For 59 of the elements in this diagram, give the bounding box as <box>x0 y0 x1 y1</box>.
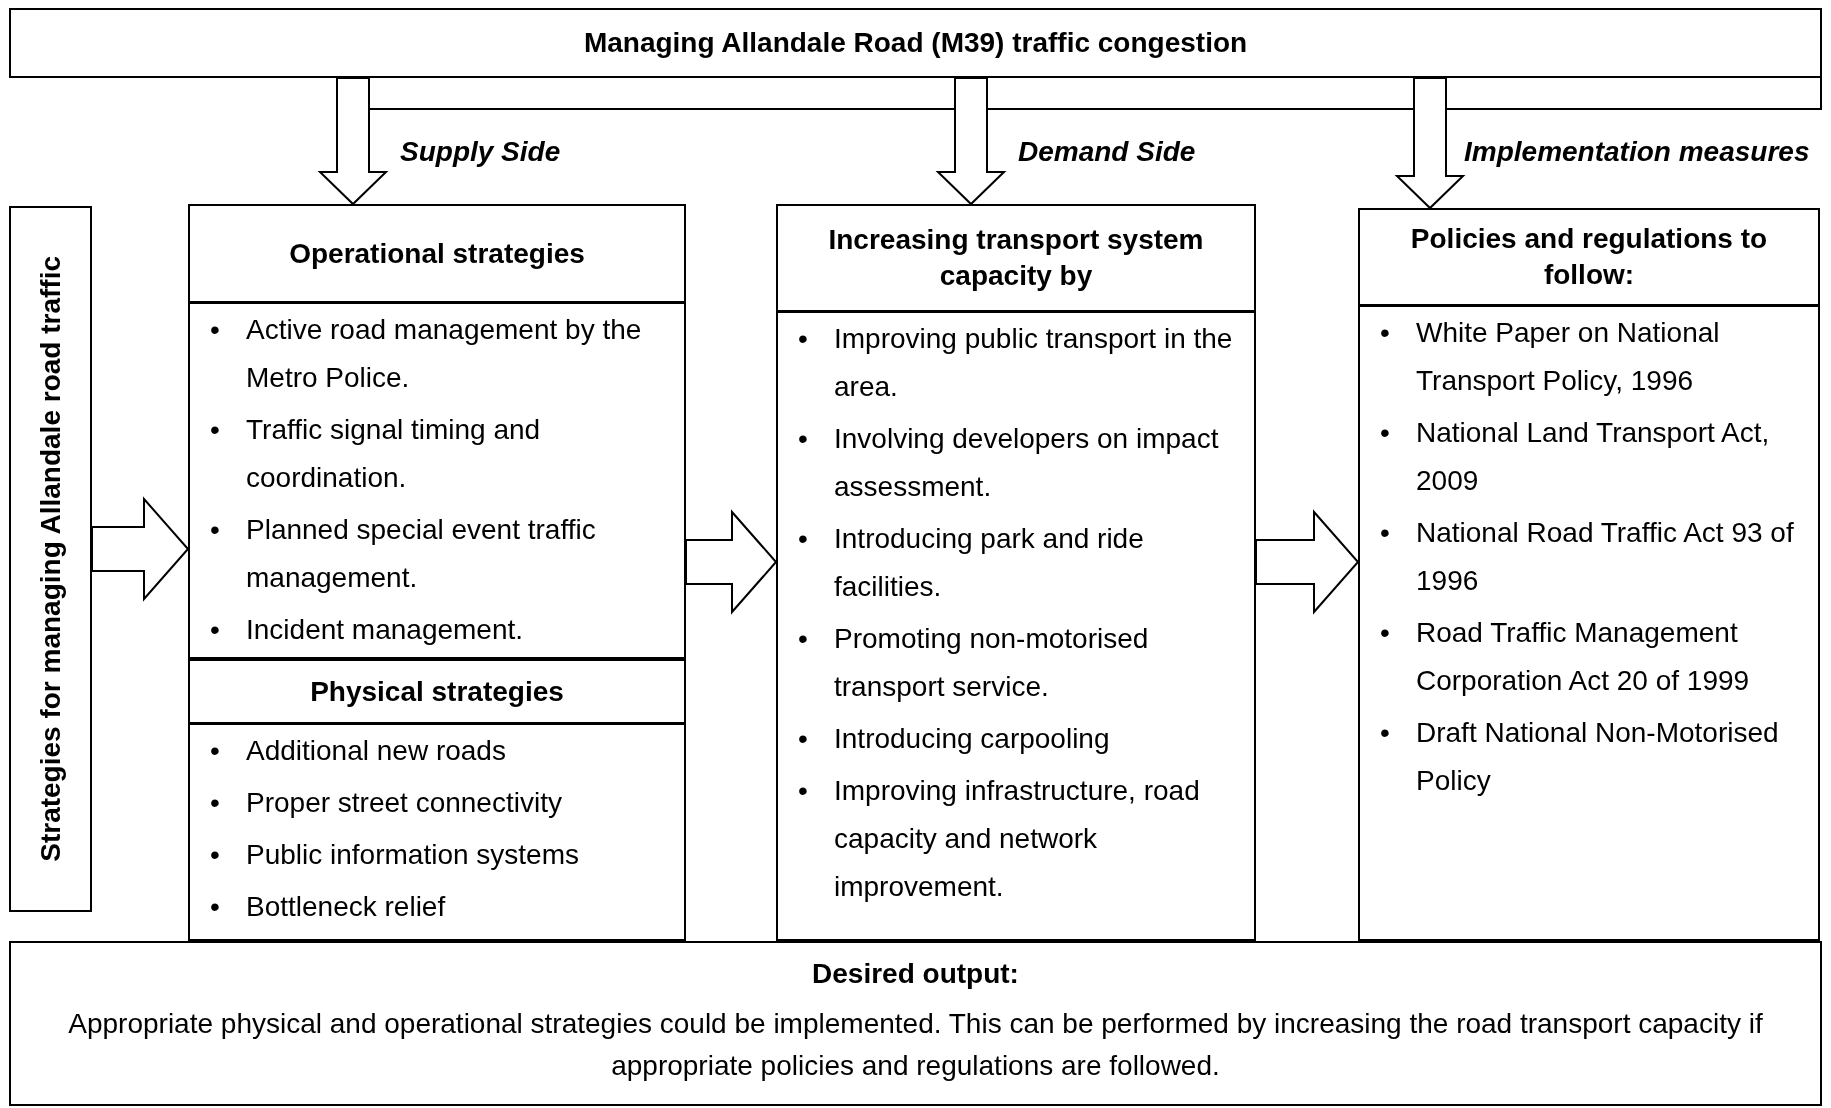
strategy-panel <box>188 659 686 941</box>
output-heading: Desired output: <box>812 957 1019 991</box>
bullet-item: Planned special event traffic management. <box>246 513 597 595</box>
bullet-item: Traffic signal timing and coordination. <box>246 413 542 495</box>
bullet-item: Bottleneck relief <box>246 890 446 924</box>
panel-heading: Increasing transport system capacity by <box>827 223 1205 293</box>
bullet-marker: • <box>1380 416 1391 450</box>
bullet-marker: • <box>210 413 221 447</box>
panel-heading: Policies and regulations to follow: <box>1409 222 1769 292</box>
bullet-item: Road Traffic Management Corporation Act 20 of 1999 <box>1416 616 1751 698</box>
block-arrow <box>1394 77 1466 210</box>
side-label-box <box>9 206 92 912</box>
bullet-item: Proper street connectivity <box>246 786 562 820</box>
bullet-marker: • <box>1380 316 1391 350</box>
bullet-marker: • <box>210 838 221 872</box>
bullet-marker: • <box>210 513 221 547</box>
block-arrow <box>935 77 1007 206</box>
title-text: Managing Allandale Road (M39) traffic congestion <box>583 26 1248 60</box>
bullet-marker: • <box>1380 516 1391 550</box>
bullet-item: Involving developers on impact assessment. <box>834 422 1220 504</box>
bullet-item: Improving public transport in the area. <box>834 322 1234 404</box>
bullet-item: Active road management by the Metro Police. <box>246 313 643 395</box>
title-box <box>9 8 1822 78</box>
block-arrow <box>91 496 190 602</box>
bullet-marker: • <box>210 313 221 347</box>
side-label: Strategies for managing Allandale road traffic <box>33 256 67 862</box>
bullet-item: National Road Traffic Act 93 of 1996 <box>1416 516 1795 598</box>
bullet-item: Introducing carpooling <box>834 722 1110 756</box>
block-arrow <box>1255 509 1360 615</box>
bullet-marker: • <box>210 613 221 647</box>
bullet-item: Draft National Non-Motorised Policy <box>1416 716 1780 798</box>
bullet-marker: • <box>798 322 809 356</box>
block-arrow <box>317 77 389 206</box>
bullet-marker: • <box>798 622 809 656</box>
bullet-marker: • <box>798 722 809 756</box>
bullet-marker: • <box>210 734 221 768</box>
output-text: Appropriate physical and operational strategies could be implemented. This can be performed by increasing the road transport capacity if appropriate policies and regulations are followed. <box>67 1007 1764 1083</box>
bullet-item: Improving infrastructure, road capacity and network improvement. <box>834 774 1201 904</box>
strategy-panel <box>188 204 686 659</box>
bullet-item: Promoting non-motorised transport service. <box>834 622 1150 704</box>
bullet-item: White Paper on National Transport Policy, 1996 <box>1416 316 1721 398</box>
strategy-panel <box>1358 208 1820 941</box>
bullet-marker: • <box>1380 616 1391 650</box>
bullet-marker: • <box>798 522 809 556</box>
block-arrow <box>685 509 778 615</box>
strategy-panel <box>776 204 1256 941</box>
bullet-marker: • <box>210 786 221 820</box>
panel-heading: Physical strategies <box>310 674 564 709</box>
bullet-marker: • <box>798 774 809 808</box>
bullet-marker: • <box>798 422 809 456</box>
bullet-item: Public information systems <box>246 838 579 872</box>
bullet-marker: • <box>210 890 221 924</box>
bullet-item: National Land Transport Act, 2009 <box>1416 416 1771 498</box>
panel-heading: Operational strategies <box>289 236 585 271</box>
bullet-item: Introducing park and ride facilities. <box>834 522 1145 604</box>
bullet-marker: • <box>1380 716 1391 750</box>
bullet-item: Incident management. <box>246 613 524 647</box>
output-box <box>9 941 1822 1106</box>
bullet-item: Additional new roads <box>246 734 506 768</box>
